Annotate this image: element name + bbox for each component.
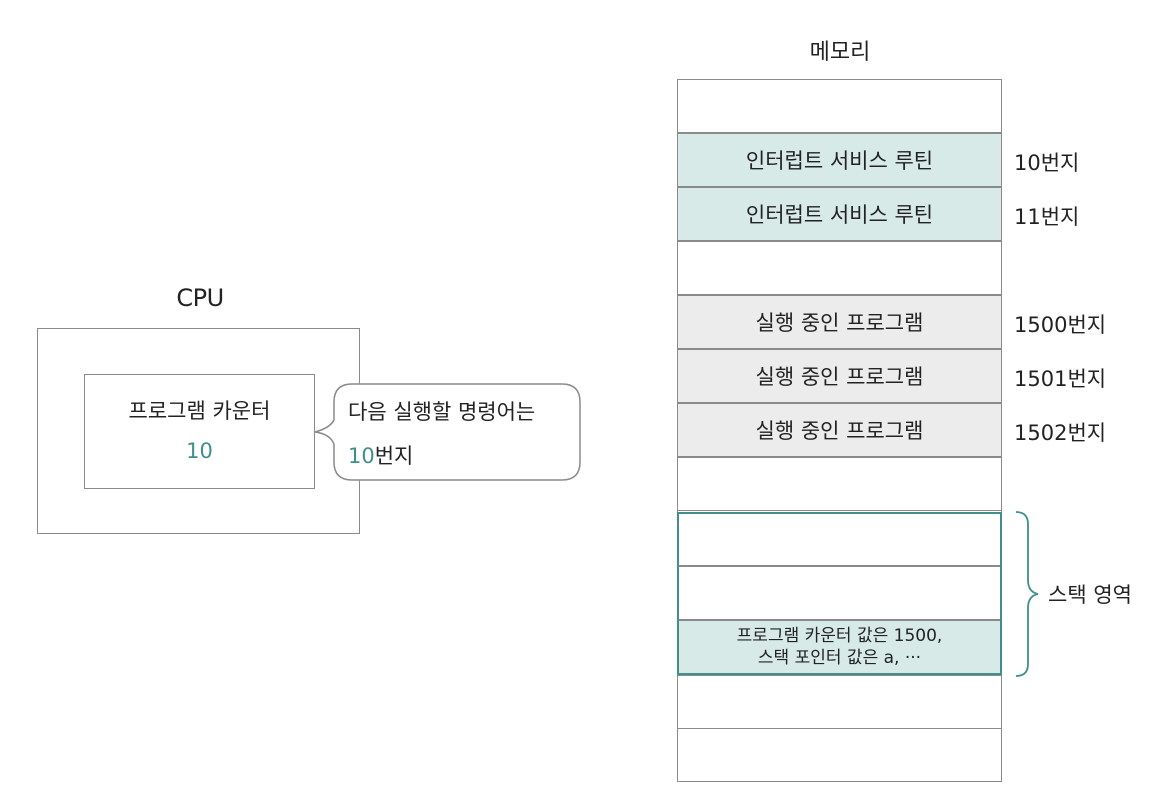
memory-cell-empty: [677, 675, 1002, 729]
saved-context-line2: 스택 포인터 값은 a, ···: [757, 648, 922, 668]
callout-address-suffix: 번지: [374, 444, 414, 468]
callout-address-value: 10: [348, 444, 375, 468]
address-label: 11번지: [1014, 205, 1080, 229]
stack-cell-empty: [677, 512, 1002, 566]
stack-region-label: 스택 영역: [1048, 583, 1132, 607]
address-label: 10번지: [1014, 151, 1080, 175]
memory-cell-program: 실행 중인 프로그램: [677, 349, 1002, 403]
program-counter-value: 10: [186, 439, 213, 463]
program-counter-register: 프로그램 카운터 10: [84, 374, 315, 489]
cpu-title: CPU: [176, 284, 224, 312]
callout-bubble: [314, 383, 581, 481]
stack-cell-saved-context: 프로그램 카운터 값은 1500, 스택 포인터 값은 a, ···: [677, 620, 1002, 674]
program-counter-label: 프로그램 카운터: [128, 399, 271, 423]
memory-cell-empty: [677, 241, 1002, 295]
memory-cell-empty: [677, 728, 1002, 782]
memory-cell-program: 실행 중인 프로그램: [677, 295, 1002, 349]
memory-cell-isr: 인터럽트 서비스 루틴: [677, 187, 1002, 241]
stack-brace-icon: [1015, 511, 1039, 677]
memory-cell-program: 실행 중인 프로그램: [677, 403, 1002, 457]
address-label: 1502번지: [1014, 421, 1107, 445]
callout-text-line1: 다음 실행할 명령어는: [348, 400, 536, 424]
stack-cell-empty: [677, 566, 1002, 620]
address-label: 1500번지: [1014, 313, 1107, 337]
memory-cell-isr: 인터럽트 서비스 루틴: [677, 133, 1002, 187]
memory-cell-empty: [677, 457, 1002, 511]
memory-title: 메모리: [809, 40, 871, 65]
memory-cell-empty: [677, 79, 1002, 133]
saved-context-line1: 프로그램 카운터 값은 1500,: [736, 626, 943, 646]
callout-text-line2: 10번지: [348, 440, 413, 470]
address-label: 1501번지: [1014, 367, 1107, 391]
